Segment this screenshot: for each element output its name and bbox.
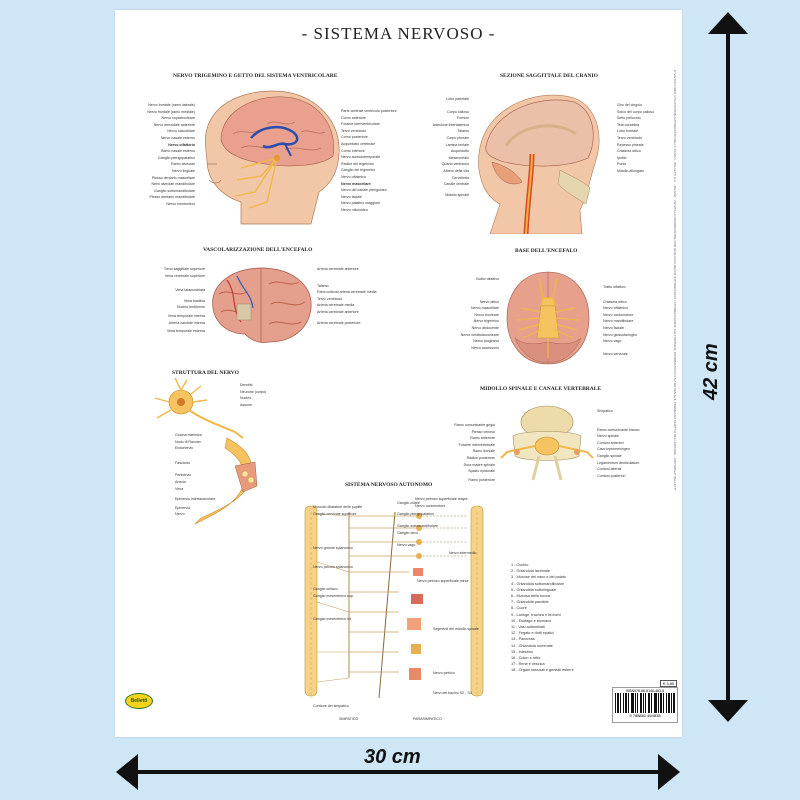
poster-sheet: - SISTEMA NERVOSO - NERVO TRIGEMINO E GE…: [115, 10, 682, 737]
sagittal-skull-illustration: [478, 94, 600, 234]
poster-title: - SISTEMA NERVOSO -: [301, 24, 496, 43]
section-title-struttura: STRUTTURA DEL NERVO: [172, 370, 239, 376]
autonomic-system-illustration: [304, 505, 484, 699]
label-parasimpatico: PARASIMPATICO: [413, 717, 442, 721]
autonomo-bacino-label: Nervi del bacino S2 - S4: [433, 691, 472, 695]
width-dimension-label: 30 cm: [364, 746, 421, 768]
barcode: ISBN978-88-8146-483-8 9 788881 464838: [612, 687, 678, 723]
barcode-isbn: ISBN978-88-8146-483-8: [625, 689, 665, 693]
section-title-base: BASE DELL'ENCEFALO: [515, 248, 578, 254]
autonomo-cordone-label: Cordone del simpatico: [313, 704, 349, 708]
height-dimension-label: 42 cm: [700, 343, 722, 400]
section-title-autonomo: SISTEMA NERVOSO AUTONOMO: [345, 482, 433, 488]
brain-base-illustration: [506, 271, 590, 365]
price-tag: € 3,80: [660, 680, 678, 687]
nerve-structure-illustration: [154, 378, 258, 525]
autonomo-intermedio-label: Nervo intermedio: [449, 551, 477, 555]
section-title-sagittale: SEZIONE SAGGITTALE DEL CRANIO: [500, 73, 598, 79]
barcode-number: 9 788881 464838: [629, 713, 661, 718]
trigemino-left-labels: Nervo frontale (ramo laterale)Nervo fron…: [147, 103, 195, 206]
autonomo-segmenti-label: Segmenti del midollo spinale: [433, 627, 479, 631]
label-simpatico: SIMPATICO: [339, 717, 359, 721]
section-title-trigemino: NERVO TRIGEMINO E GETTO DEL SISTEMA VENT…: [173, 73, 338, 79]
barcode-bars: [615, 693, 675, 713]
belletti-logo: Belletti: [125, 693, 153, 709]
section-title-vascolarizzazione: VASCOLARIZZAZIONE DELL'ENCEFALO: [203, 247, 313, 253]
spinal-canal-illustration: [500, 405, 594, 481]
autonomo-pelvico-label: Nervo pelvico: [433, 671, 455, 675]
brain-vascularization-illustration: [212, 267, 312, 343]
section-title-midollo: MIDOLLO SPINALE E CANALE VERTEBRALE: [480, 386, 602, 392]
autonomo-petroso-minor-label: Nervo petroso superficiale minor: [417, 579, 469, 583]
head-trigemino-illustration: [205, 90, 340, 225]
